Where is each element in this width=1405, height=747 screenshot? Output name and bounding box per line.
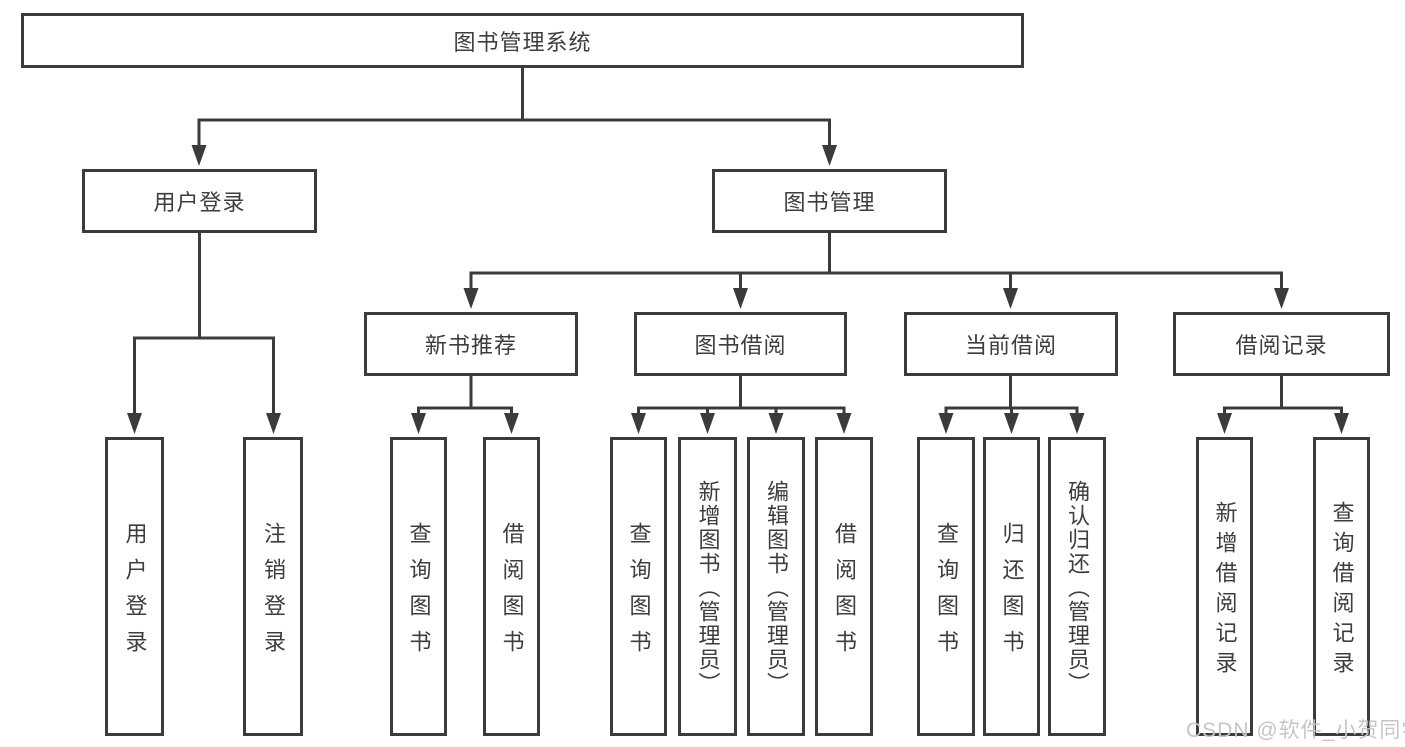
leaf-borrow-edit-books-admin-label: 编辑图书（管理员） <box>764 479 789 696</box>
leaf-records-query-borrow-record: 查询借阅记录 <box>1313 437 1370 736</box>
connector-newbook-to-leaves <box>417 374 513 417</box>
leaf-current-return-books: 归还图书 <box>983 437 1040 736</box>
leaf-newbook-query-books: 查询图书 <box>390 437 447 736</box>
leaf-current-return-books-label: 归还图书 <box>999 521 1025 666</box>
leaf-borrow-add-books-admin-label: 新增图书（管理员） <box>695 479 721 696</box>
node-library-management-system: 图书管理系统 <box>21 13 1024 68</box>
leaf-current-confirm-return-admin-label: 确认归还（管理员） <box>1065 479 1090 696</box>
csdn-watermark: CSDN @软件_小贺同学 <box>1186 719 1405 742</box>
connector-current-to-leaves <box>944 374 1079 417</box>
leaf-current-confirm-return-admin: 确认归还（管理员） <box>1048 437 1106 736</box>
leaf-records-add-borrow-record: 新增借阅记录 <box>1196 437 1253 736</box>
node-current-borrowing: 当前借阅 <box>904 312 1118 376</box>
leaf-logout: 注销登录 <box>243 437 303 736</box>
leaf-newbook-query-books-label: 查询图书 <box>406 521 432 666</box>
leaf-logout-label: 注销登录 <box>261 521 286 666</box>
connector-bookmgmt-to-level3 <box>469 231 1283 292</box>
leaf-borrow-query-books-label: 查询图书 <box>626 521 652 666</box>
leaf-borrow-edit-books-admin: 编辑图书（管理员） <box>747 437 805 736</box>
connector-records-to-leaves <box>1223 374 1343 417</box>
node-user-login: 用户登录 <box>82 169 317 233</box>
leaf-newbook-borrow-books-label: 借阅图书 <box>499 521 525 666</box>
connector-root-to-level2 <box>197 66 831 150</box>
leaf-borrow-query-books: 查询图书 <box>610 437 667 736</box>
arrowheads <box>127 145 1349 434</box>
node-book-borrowing: 图书借阅 <box>634 312 847 376</box>
node-book-management: 图书管理 <box>712 169 947 233</box>
leaf-borrow-add-books-admin: 新增图书（管理员） <box>678 437 737 736</box>
leaf-newbook-borrow-books: 借阅图书 <box>483 437 540 736</box>
node-borrowing-records: 借阅记录 <box>1173 312 1390 376</box>
node-new-book-recommendation: 新书推荐 <box>364 312 578 376</box>
leaf-borrow-borrow-books-label: 借阅图书 <box>832 521 857 666</box>
leaf-records-query-borrow-record-label: 查询借阅记录 <box>1329 500 1355 681</box>
leaf-records-add-borrow-record-label: 新增借阅记录 <box>1212 500 1238 681</box>
leaf-user-login: 用户登录 <box>105 437 164 736</box>
leaf-user-login-label: 用户登录 <box>122 521 148 666</box>
leaf-current-query-books: 查询图书 <box>917 437 975 736</box>
leaf-current-query-books-label: 查询图书 <box>934 521 959 666</box>
connector-userlogin-to-leaves <box>133 231 275 417</box>
leaf-borrow-borrow-books: 借阅图书 <box>815 437 873 736</box>
connector-borrow-to-leaves <box>637 374 846 417</box>
